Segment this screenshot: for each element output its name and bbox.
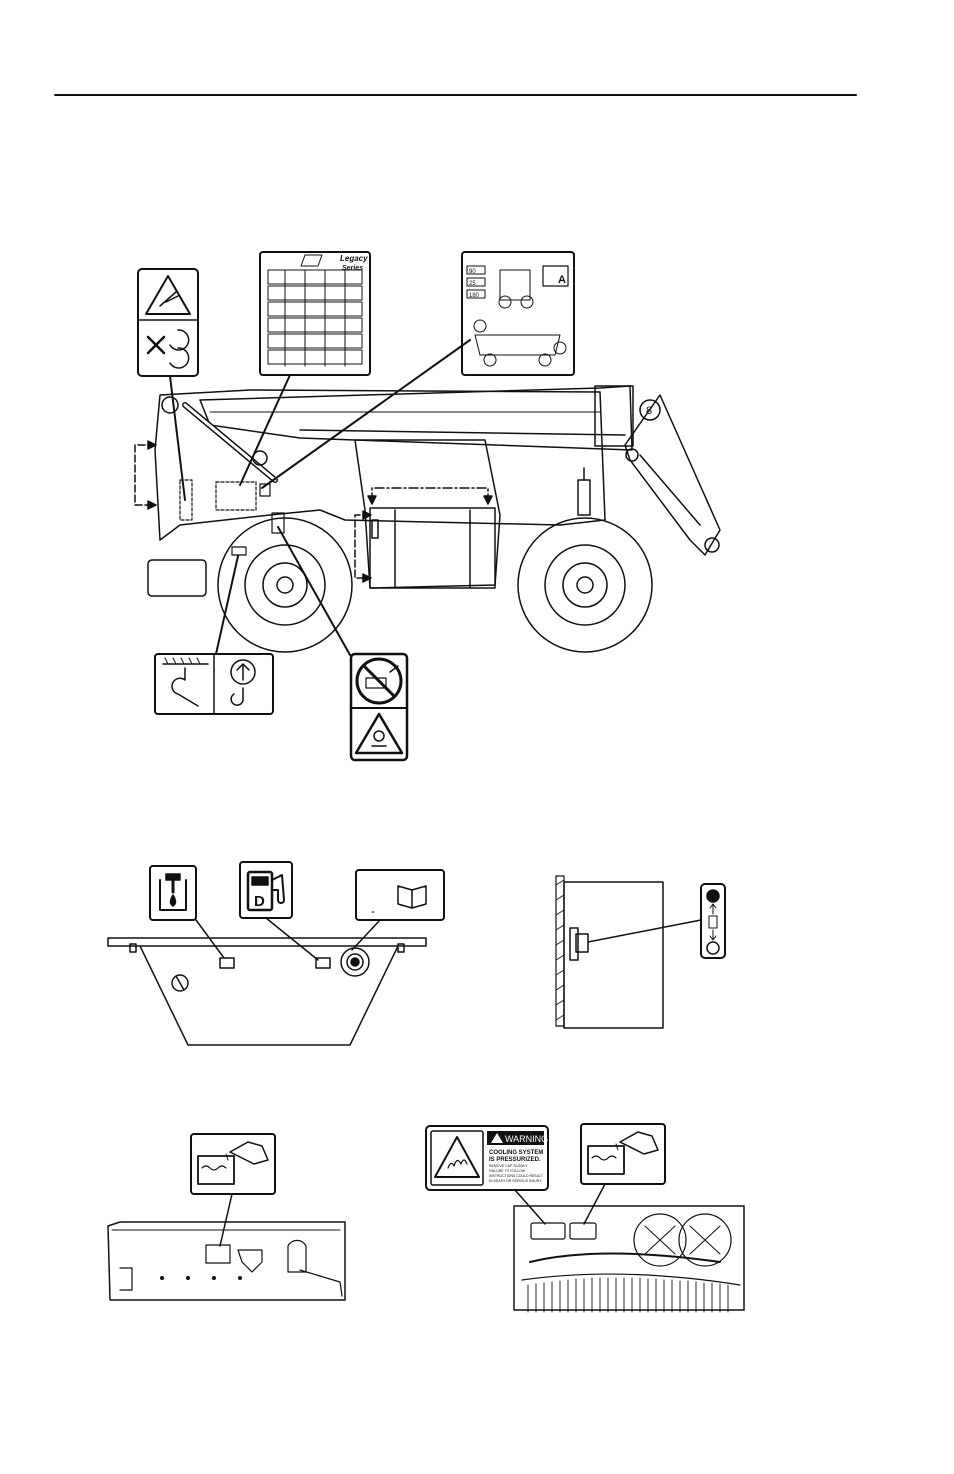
- attachment-arm: [625, 395, 720, 555]
- cab-door: [370, 508, 495, 588]
- alignment-badge: A: [558, 274, 566, 286]
- hydraulic-oil-icon: [160, 874, 186, 910]
- svg-text:90: 90: [469, 269, 476, 275]
- decal-hydraulic-oil: [150, 866, 196, 920]
- decal-crush-rotation: [138, 269, 198, 376]
- warning-small-4: IN DEATH OR SERIOUS INJURY.: [489, 1179, 542, 1183]
- svg-text:180: 180: [469, 293, 480, 299]
- no-rotation-icon: [148, 330, 189, 368]
- decal-filter-indicator: [701, 884, 725, 958]
- decal-manual-reference: [356, 870, 444, 920]
- decal-diesel-fuel: D: [240, 862, 292, 918]
- hot-liquid-hazard-icon: [435, 1137, 479, 1177]
- diesel-fuel-icon: D: [248, 872, 284, 910]
- lift-hook-icon: [231, 660, 255, 705]
- tank-top-view: [108, 938, 426, 1045]
- no-ether-icon: [357, 659, 401, 703]
- telehandler-side-view: 8: [135, 386, 720, 652]
- filter-housing-view: [556, 876, 663, 1028]
- crush-hazard-icon: [146, 276, 190, 314]
- front-wheel: [518, 518, 652, 652]
- warning-header: WARNING: [505, 1134, 548, 1144]
- warning-small-3: INSTRUCTIONS COULD RESULT: [489, 1174, 544, 1178]
- decal-cooling-warning: WARNING COOLING SYSTEM IS PRESSURIZED. R…: [426, 1126, 548, 1190]
- decal-load-chart: Legacy Series: [260, 252, 370, 375]
- load-chart-title-1: Legacy: [340, 254, 368, 263]
- decal-alignment: 90 25 180 A: [462, 252, 574, 375]
- cab: [355, 440, 500, 588]
- tie-down-icon: [163, 658, 208, 706]
- filter-indicator-icon: [707, 890, 719, 954]
- decal-coolant-right: [581, 1124, 665, 1184]
- explosion-hazard-icon: [356, 714, 402, 753]
- coolant-icon: [198, 1142, 268, 1184]
- diesel-letter: D: [254, 893, 265, 910]
- warning-small-1: REMOVE CAP SLOWLY.: [489, 1164, 528, 1168]
- svg-text:25: 25: [469, 281, 476, 287]
- warning-line-1: COOLING SYSTEM: [489, 1150, 543, 1156]
- decal-no-ether: [351, 654, 407, 760]
- engine-compartment-view: [514, 1206, 744, 1312]
- warning-small-2: FAILURE TO FOLLOW: [489, 1169, 526, 1173]
- counterweight: [148, 560, 206, 596]
- decal-coolant-left: [191, 1134, 275, 1194]
- decal-tie-lift: [155, 654, 273, 714]
- manual-icon: [398, 886, 426, 908]
- reservoir-view: [108, 1222, 345, 1300]
- coolant-icon: [588, 1132, 658, 1174]
- warning-line-2: IS PRESSURIZED.: [489, 1157, 541, 1163]
